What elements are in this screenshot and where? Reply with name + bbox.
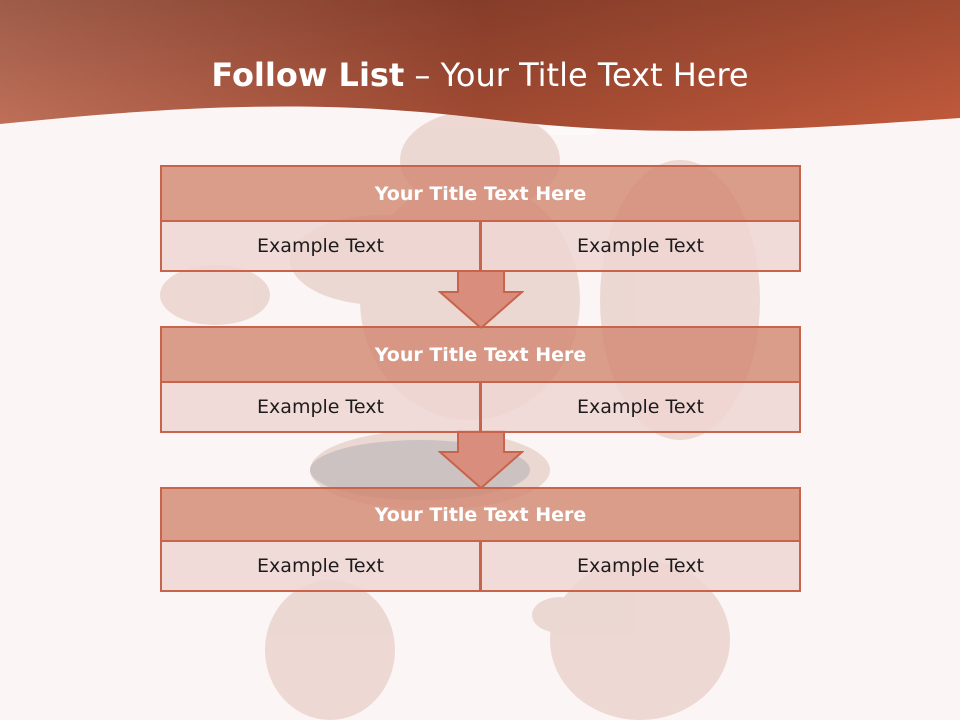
- down-arrow-icon: [438, 430, 524, 490]
- down-arrow-icon: [438, 270, 524, 330]
- slide-title: Follow List – Your Title Text Here: [0, 52, 960, 98]
- box-cell-left: Example Text: [160, 383, 481, 433]
- box-cell-left: Example Text: [160, 222, 481, 272]
- list-box: Your Title Text Here Example Text Exampl…: [160, 487, 801, 592]
- box-title: Your Title Text Here: [160, 165, 801, 222]
- box-title: Your Title Text Here: [160, 326, 801, 383]
- header-band: [0, 0, 960, 131]
- list-box: Your Title Text Here Example Text Exampl…: [160, 165, 801, 272]
- box-title: Your Title Text Here: [160, 487, 801, 542]
- box-cell-right: Example Text: [480, 542, 801, 592]
- title-strong: Follow List: [211, 56, 405, 94]
- box-cell-right: Example Text: [480, 222, 801, 272]
- title-rest: – Your Title Text Here: [404, 56, 749, 94]
- list-box: Your Title Text Here Example Text Exampl…: [160, 326, 801, 433]
- box-cell-left: Example Text: [160, 542, 481, 592]
- box-cell-right: Example Text: [480, 383, 801, 433]
